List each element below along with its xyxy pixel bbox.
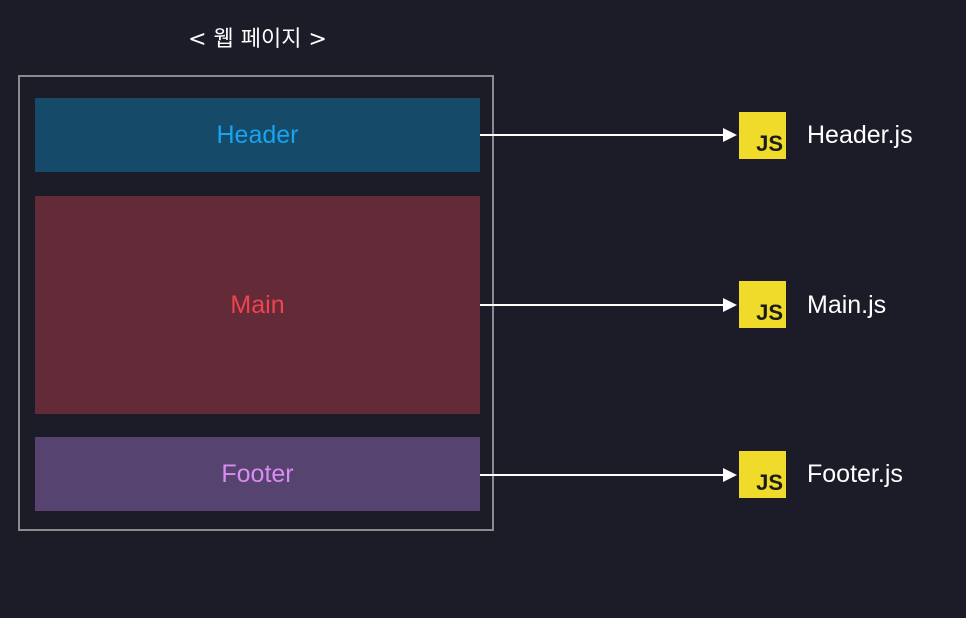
main-block-label: Main [230, 290, 285, 319]
main-js-icon: JS [739, 281, 786, 328]
main-arrow-icon [480, 298, 737, 312]
header-block-label: Header [216, 120, 299, 149]
main-block: Main [35, 196, 480, 414]
main-file-name: Main.js [807, 291, 887, 319]
header-arrow-icon [480, 128, 737, 142]
footer-file-name: Footer.js [807, 460, 903, 488]
header-js-icon: JS [739, 112, 786, 159]
footer-js-icon: JS [739, 451, 786, 498]
diagram-title: < 웹 페이지 > [188, 27, 327, 52]
web-page-frame [18, 75, 494, 531]
footer-block-label: Footer [221, 459, 294, 488]
footer-block: Footer [35, 437, 480, 511]
header-block: Header [35, 98, 480, 172]
footer-arrow-icon [480, 468, 737, 482]
header-file-name: Header.js [807, 121, 913, 149]
